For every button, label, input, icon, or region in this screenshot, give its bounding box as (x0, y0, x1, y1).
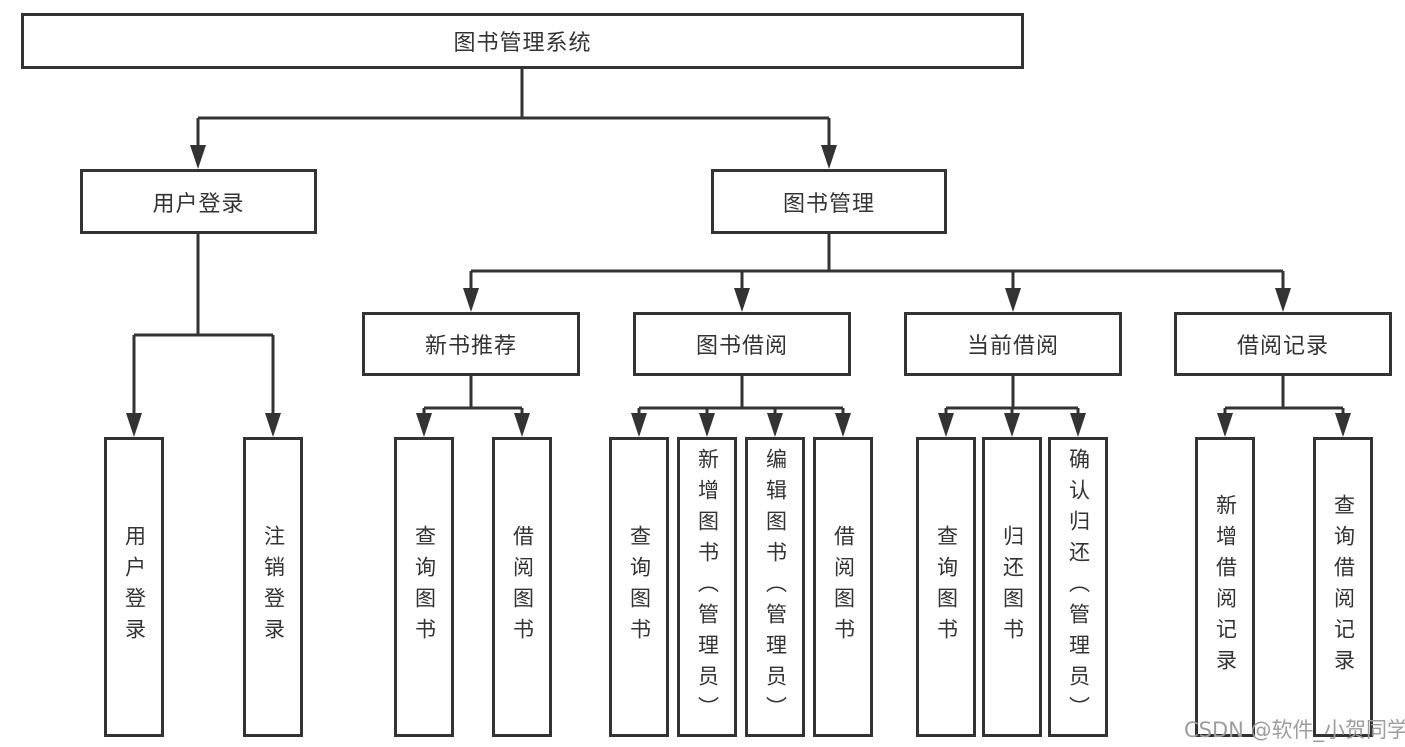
leaf-query-borrow-record: 查询借阅记录 (1313, 437, 1373, 737)
leaf-query-book: 查询图书 (916, 437, 976, 737)
leaf-add-book-admin: 新增图书（管理员） (677, 437, 737, 737)
leaf-label: 查询图书 (934, 525, 959, 649)
node-label: 图书管理系统 (453, 31, 592, 56)
node-label: 借阅记录 (1236, 334, 1329, 359)
csdn-watermark: CSDN @软件_小贺同学 (1184, 718, 1405, 742)
leaf-return-book: 归还图书 (982, 437, 1042, 737)
node-book-management: 图书管理 (711, 169, 947, 234)
node-user-login: 用户登录 (80, 169, 317, 234)
leaf-label: 确认归还（管理员） (1066, 447, 1091, 727)
node-label: 用户登录 (152, 191, 245, 217)
leaf-label: 查询图书 (627, 525, 652, 649)
node-library-management-system: 图书管理系统 (21, 13, 1024, 69)
leaf-label: 用户登录 (122, 525, 147, 649)
leaf-borrow-book: 借阅图书 (492, 437, 552, 737)
leaf-label: 编辑图书（管理员） (763, 447, 788, 727)
node-label: 新书推荐 (424, 334, 517, 359)
leaf-query-book: 查询图书 (394, 437, 454, 737)
leaf-label: 注销登录 (261, 525, 286, 649)
leaf-label: 新增图书（管理员） (695, 447, 720, 727)
leaf-logout-login: 注销登录 (243, 437, 303, 737)
leaf-query-book: 查询图书 (609, 437, 669, 737)
leaf-label: 新增借阅记录 (1213, 494, 1238, 680)
node-current-borrowing: 当前借阅 (904, 312, 1122, 376)
leaf-label: 查询借阅记录 (1331, 494, 1356, 680)
leaf-label: 查询图书 (412, 525, 437, 649)
node-label: 图书借阅 (695, 334, 788, 359)
leaf-user-login: 用户登录 (104, 437, 164, 737)
node-new-book-recommend: 新书推荐 (362, 312, 580, 376)
node-label: 图书管理 (782, 191, 875, 217)
leaf-label: 借阅图书 (510, 525, 535, 649)
leaf-label: 借阅图书 (831, 525, 856, 649)
node-label: 当前借阅 (966, 334, 1059, 359)
node-book-borrowing: 图书借阅 (633, 312, 851, 376)
leaf-label: 归还图书 (1000, 525, 1025, 649)
leaf-edit-book-admin: 编辑图书（管理员） (745, 437, 805, 737)
leaf-confirm-return-admin: 确认归还（管理员） (1048, 437, 1108, 737)
leaf-borrow-book: 借阅图书 (813, 437, 873, 737)
leaf-add-borrow-record: 新增借阅记录 (1195, 437, 1255, 737)
node-borrowing-records: 借阅记录 (1174, 312, 1392, 376)
